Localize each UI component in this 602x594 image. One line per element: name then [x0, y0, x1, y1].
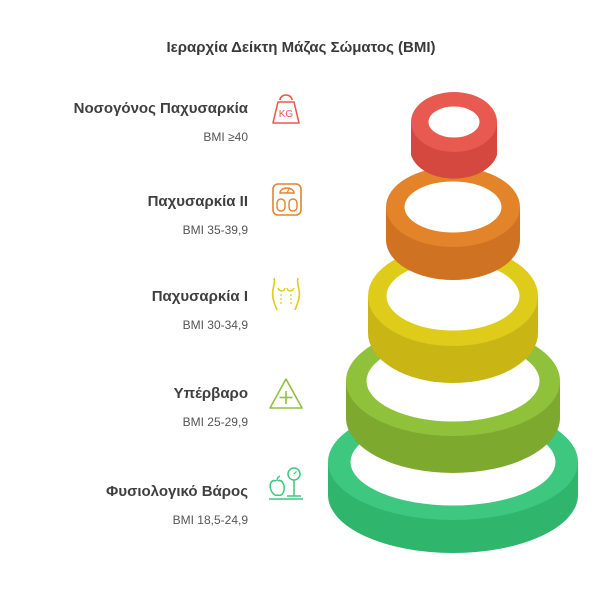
level-name: Φυσιολογικό Βάρος	[106, 483, 248, 500]
level-obesity-2: Παχυσαρκία II BMI 35-39,9	[148, 193, 248, 237]
ring-obesity-2	[386, 167, 520, 280]
body-torso-icon	[271, 277, 301, 311]
level-name: Υπέρβαρο	[173, 385, 248, 402]
level-range: BMI ≥40	[203, 130, 248, 144]
ring-morbid-obesity	[411, 92, 497, 179]
triangle-plus-icon	[269, 378, 303, 409]
level-morbid-obesity: Νοσογόνος Παχυσαρκία BMI ≥40	[74, 100, 248, 144]
level-name: Παχυσαρκία I	[151, 288, 248, 305]
level-normal-weight: Φυσιολογικό Βάρος BMI 18,5-24,9	[106, 483, 248, 527]
level-range: BMI 25-29,9	[182, 415, 248, 429]
ring-obesity-1	[368, 246, 538, 383]
level-overweight: Υπέρβαρο BMI 25-29,9	[174, 385, 248, 429]
level-obesity-1: Παχυσαρκία I BMI 30-34,9	[152, 288, 248, 332]
level-range: BMI 35-39,9	[182, 223, 248, 237]
svg-text:KG: KG	[279, 109, 294, 120]
level-range: BMI 30-34,9	[182, 318, 248, 332]
kettlebell-kg-icon: KG	[272, 94, 300, 124]
level-range: BMI 18,5-24,9	[172, 513, 248, 527]
level-name: Νοσογόνος Παχυσαρκία	[73, 100, 248, 117]
diagram-title: Ιεραρχία Δείκτη Μάζας Σώματος (BMI)	[166, 39, 436, 56]
level-name: Παχυσαρκία II	[147, 193, 248, 210]
bathroom-scale-icon	[272, 183, 302, 216]
apple-scale-icon	[269, 467, 303, 500]
